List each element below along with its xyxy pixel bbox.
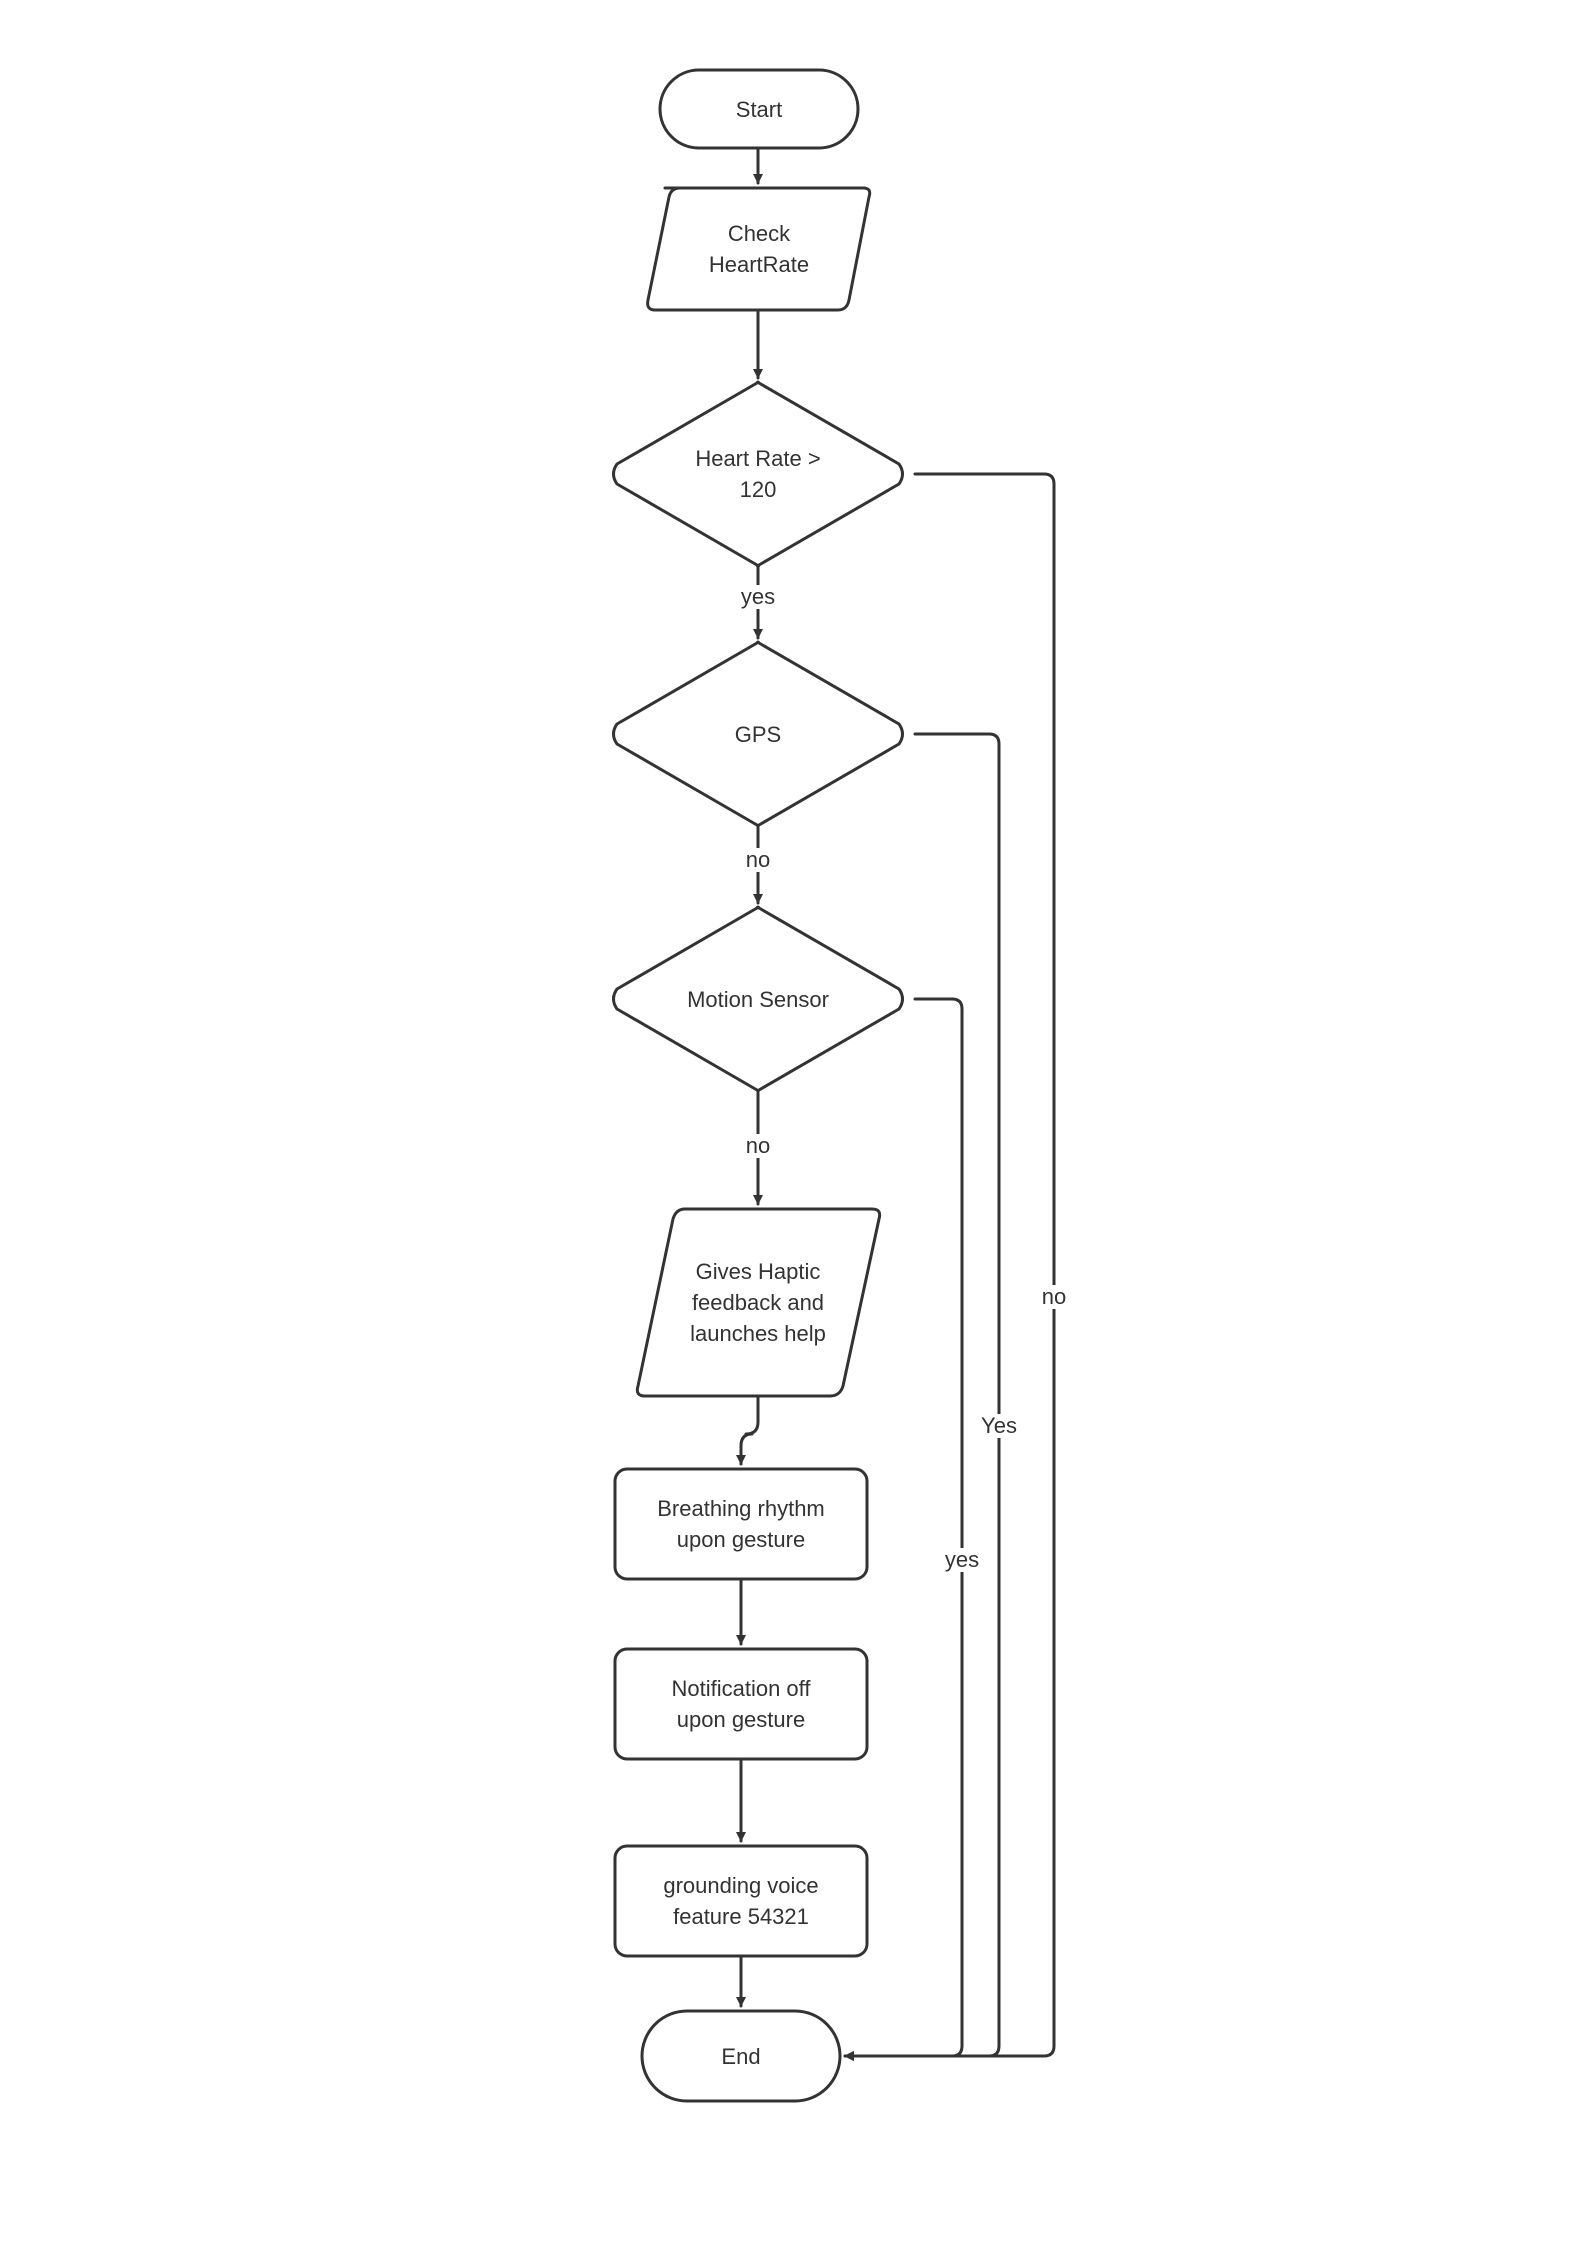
- gps-decision-diamond: [612, 640, 904, 828]
- end-terminator: [640, 2009, 842, 2103]
- notification-off-label: Notification off upon gesture: [671, 1676, 811, 1732]
- breathing-rhythm-process: [613, 1467, 869, 1581]
- check-heart-rate-parallelogram: [646, 186, 872, 312]
- motion-sensor-decision-label: Motion Sensor: [687, 986, 829, 1012]
- start-terminator: [658, 68, 860, 150]
- end-label: End: [721, 2043, 761, 2069]
- heart-rate-decision-label: Heart Rate > 120: [695, 446, 821, 502]
- breathing-rhythm-label: Breathing rhythm upon gesture: [657, 1496, 825, 1552]
- motion-no-label: no: [743, 1133, 773, 1158]
- edge-gps-yes-to-end: [843, 732, 1001, 2061]
- notification-off-process: [613, 1647, 869, 1761]
- heart-rate-no-label: no: [1039, 1284, 1069, 1309]
- start-label: Start: [735, 96, 783, 122]
- edge-haptic-to-breathing: [736, 1396, 760, 1466]
- heart-rate-decision-diamond: [612, 380, 904, 568]
- edge-motion-yes-to-end: [843, 997, 964, 2061]
- motion-yes-label: yes: [942, 1547, 982, 1572]
- edge-heart-rate-no-to-end: [843, 472, 1056, 2061]
- haptic-feedback-label: Gives Haptic feedback and launches help: [690, 1259, 826, 1346]
- gps-no-label: no: [743, 847, 773, 872]
- motion-sensor-decision-diamond: [612, 905, 904, 1093]
- check-heart-rate-label: Check HeartRate: [708, 221, 810, 277]
- grounding-voice-label: grounding voice feature 54321: [663, 1873, 819, 1929]
- haptic-feedback-parallelogram: [635, 1207, 882, 1398]
- heart-rate-yes-label: yes: [738, 584, 778, 609]
- gps-yes-label: Yes: [979, 1413, 1019, 1438]
- gps-decision-label: GPS: [734, 721, 782, 747]
- grounding-voice-process: [613, 1844, 869, 1958]
